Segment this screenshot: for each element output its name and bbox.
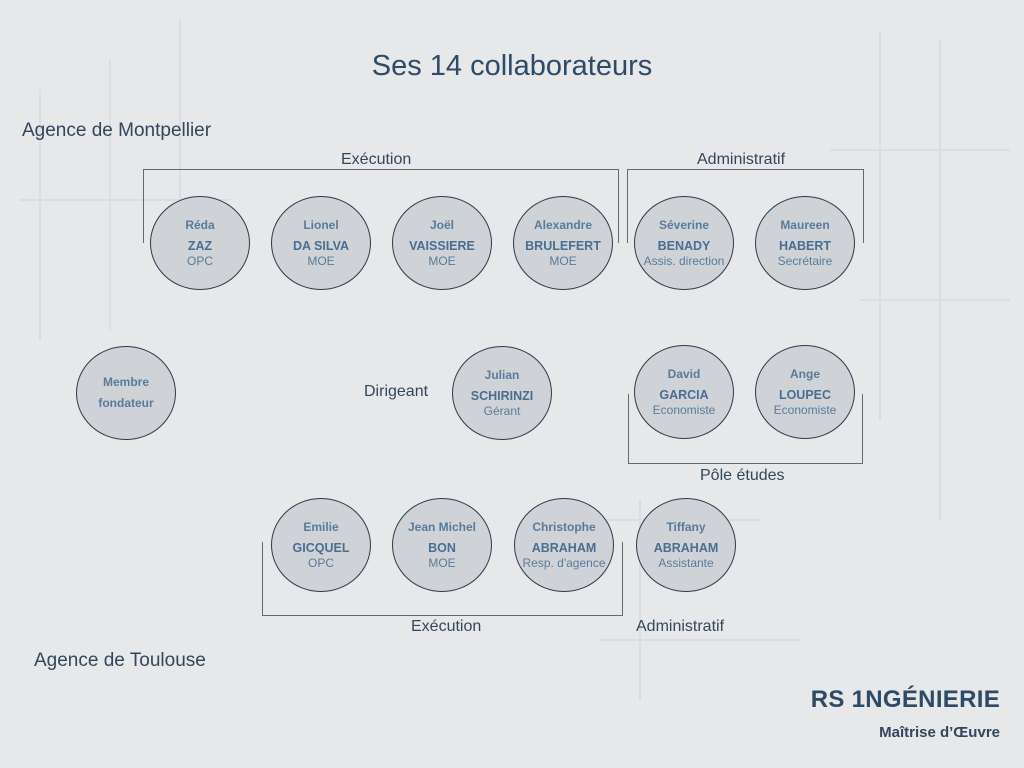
person-card: Christophe ABRAHAM Resp. d'agence [514,498,614,592]
person-role: MOE [428,253,456,268]
person-first-name: Lionel [303,217,339,232]
person-last-name: DA SILVA [292,238,350,253]
person-role: MOE [549,253,577,268]
tls-execution-bracket [262,542,623,616]
person-role: Secrétaire [777,253,833,268]
person-first-name: Joël [429,217,454,232]
page-title: Ses 14 collaborateurs [371,50,653,82]
person-last-name: GARCIA [659,387,709,402]
person-card: Ange LOUPEC Economiste [755,345,855,439]
tls-execution-label: Exécution [411,618,482,635]
mtp-execution-label: Exécution [341,151,412,168]
person-card: Séverine BENADY Assis. direction [634,196,734,290]
person-role: Assistante [658,555,714,570]
person-role: Economiste [773,402,837,417]
person-first-name: Séverine [658,217,710,232]
person-last-name: ABRAHAM [653,540,719,555]
person-last-name: SCHIRINZI [470,388,534,403]
agency-montpellier-label: Agence de Montpellier [22,120,212,141]
person-card: Maureen HABERT Secrétaire [755,196,855,290]
person-last-name: BRULEFERT [525,238,601,253]
person-role: OPC [307,555,334,570]
person-first-name: Réda [185,217,215,232]
mtp-administratif-bracket [627,169,864,243]
person-first-name: Ange [790,366,820,381]
person-first-name: David [667,366,701,381]
person-role: Economiste [652,402,716,417]
person-role: Gérant [483,403,521,418]
person-first-name: Tiffany [666,519,706,534]
person-first-name: Julian [484,367,520,382]
pole-etudes-label: Pôle études [700,467,785,484]
founder-line-1: Membre [102,375,149,389]
person-last-name: ABRAHAM [531,540,597,555]
person-last-name: ZAZ [187,238,213,253]
person-card: Alexandre BRULEFERT MOE [513,196,613,290]
person-last-name: BON [428,540,456,555]
person-first-name: Jean Michel [407,519,477,534]
person-first-name: Maureen [780,217,830,232]
person-card: Réda ZAZ OPC [150,196,250,290]
person-last-name: LOUPEC [778,387,832,402]
person-last-name: BENADY [657,238,711,253]
person-first-name: Emilie [303,519,339,534]
pole-etudes-bracket [628,394,863,464]
person-role: OPC [186,253,213,268]
founder-line-2: fondateur [98,396,154,410]
person-first-name: Alexandre [533,217,593,232]
dirigeant-card: Julian SCHIRINZI Gérant [452,346,552,440]
person-card: Emilie GICQUEL OPC [271,498,371,592]
person-role: MOE [307,253,335,268]
person-card: Joël VAISSIERE MOE [392,196,492,290]
brand-block: RS 1NGÉNIERIE Maîtrise d’Œuvre [811,686,1000,741]
person-card: Jean Michel BON MOE [392,498,492,592]
person-card: David GARCIA Economiste [634,345,734,439]
founder-card: Membre fondateur [76,346,176,440]
agency-toulouse-label: Agence de Toulouse [34,650,206,671]
brand-name: RS 1NGÉNIERIE [810,686,1000,713]
person-role: MOE [428,555,456,570]
person-card: Lionel DA SILVA MOE [271,196,371,290]
person-card: Tiffany ABRAHAM Assistante [636,498,736,592]
dirigeant-label: Dirigeant [364,383,429,400]
person-role: Assis. direction [643,253,725,268]
mtp-administratif-label: Administratif [697,151,786,168]
tls-administratif-label: Administratif [636,618,725,635]
person-last-name: HABERT [778,238,832,253]
brand-subtitle: Maîtrise d’Œuvre [879,724,1000,741]
mtp-execution-bracket [143,169,619,243]
person-first-name: Christophe [532,519,596,534]
person-role: Resp. d'agence [522,555,606,570]
person-last-name: GICQUEL [292,540,350,555]
person-last-name: VAISSIERE [409,238,475,253]
